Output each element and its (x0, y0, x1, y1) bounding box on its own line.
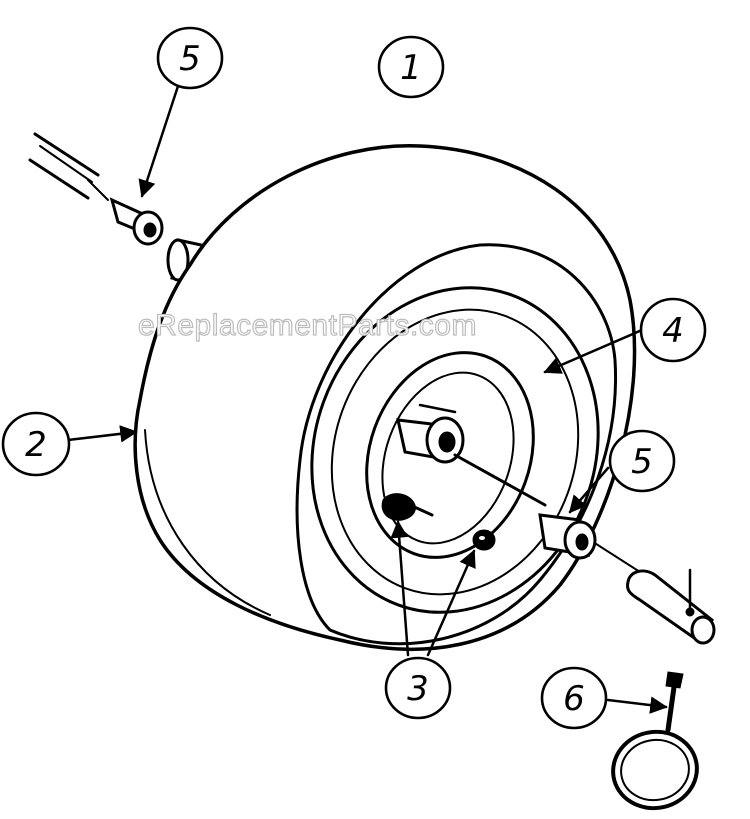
callout-3-label: 3 (407, 669, 429, 709)
callout-6: 6 (540, 666, 608, 730)
hub-bore (396, 403, 465, 464)
clevis-pin (626, 568, 716, 645)
callout-5-left-label: 5 (179, 39, 201, 79)
callout-6-label: 6 (563, 679, 585, 719)
leader-lines (66, 78, 668, 714)
axle-shaft (28, 132, 109, 201)
axle-through-hub (453, 453, 641, 573)
spacer-bushing-left (109, 197, 164, 246)
watermark-text: eReplacementParts.com (138, 309, 477, 342)
callout-1-label: 1 (400, 48, 422, 88)
spacer-bushing-right (538, 513, 597, 560)
callout-5-right: 5 (608, 429, 676, 493)
callout-4: 4 (639, 297, 707, 363)
callout-5-left: 5 (156, 26, 224, 90)
lug-bolts (381, 493, 496, 551)
hitch-pin (611, 671, 699, 811)
callout-3: 3 (384, 656, 452, 720)
callout-2: 2 (1, 411, 71, 477)
callout-1: 1 (377, 35, 445, 99)
tire (133, 144, 637, 651)
callout-5-right-label: 5 (631, 442, 653, 482)
callout-2-label: 2 (25, 425, 47, 465)
callout-4-label: 4 (662, 311, 684, 351)
